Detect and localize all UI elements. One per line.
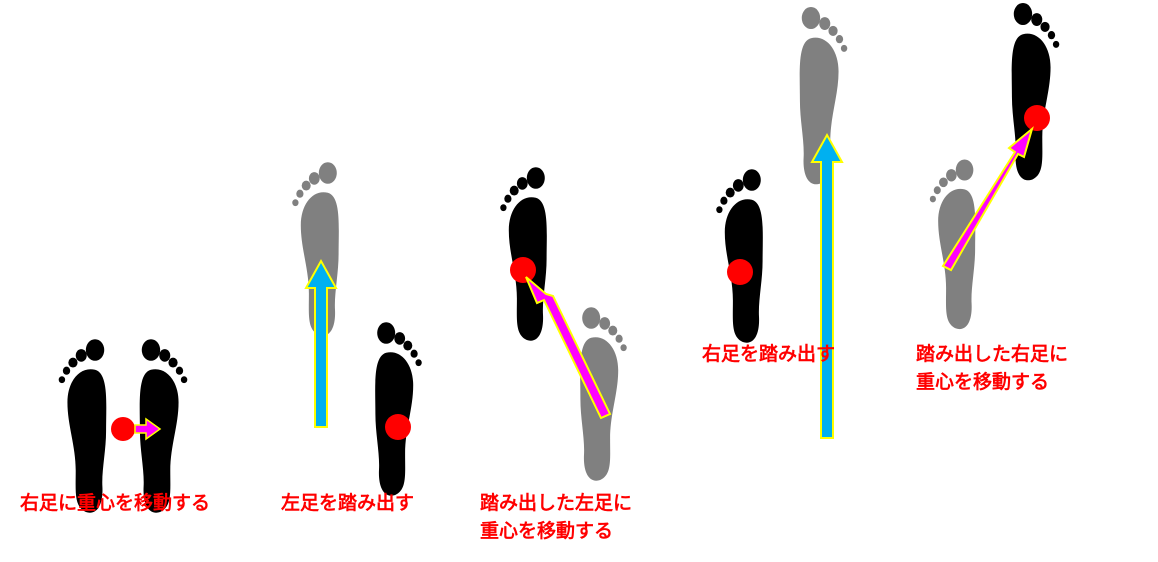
weight-shift-arrow — [134, 417, 162, 441]
step-5-caption-line-2: 重心を移動する — [916, 371, 1050, 393]
step-5-caption-line-1: 踏み出した右足に — [916, 343, 1069, 365]
left-foot-weighted — [59, 339, 107, 512]
step-2-figure — [292, 162, 422, 496]
left-foot-weighted — [500, 167, 547, 340]
right-foot-weighted — [375, 322, 422, 496]
weight-shift-arrow — [941, 126, 1034, 272]
right-foot-unweighted — [580, 307, 627, 481]
center-of-mass-dot — [1024, 105, 1050, 131]
center-of-mass-dot — [727, 259, 753, 285]
step-3-caption-line-1: 踏み出した左足に — [480, 492, 633, 514]
step-1-figure — [59, 339, 188, 513]
weight-shift-arrow — [525, 276, 612, 420]
left-foot-weighted — [716, 169, 763, 342]
step-4-figure — [716, 6, 848, 439]
step-5-caption: 踏み出した右足に 重心を移動する — [916, 340, 1068, 396]
center-of-mass-dot — [510, 257, 536, 283]
center-of-mass-dot — [111, 417, 135, 441]
step-1-caption: 右足に重心を移動する — [20, 492, 211, 514]
step-3-caption: 踏み出した左足に 重心を移動する — [480, 489, 632, 545]
center-of-mass-dot — [385, 414, 411, 440]
step-3-figure — [500, 167, 627, 481]
step-4-caption: 右足を踏み出す — [702, 343, 836, 365]
step-arrow — [810, 132, 844, 439]
step-3-caption-line-2: 重心を移動する — [480, 520, 614, 542]
step-2-caption: 左足を踏み出す — [281, 492, 415, 514]
step-5-figure — [930, 2, 1060, 329]
step-arrow — [304, 258, 338, 428]
left-foot-unweighted — [930, 159, 976, 329]
